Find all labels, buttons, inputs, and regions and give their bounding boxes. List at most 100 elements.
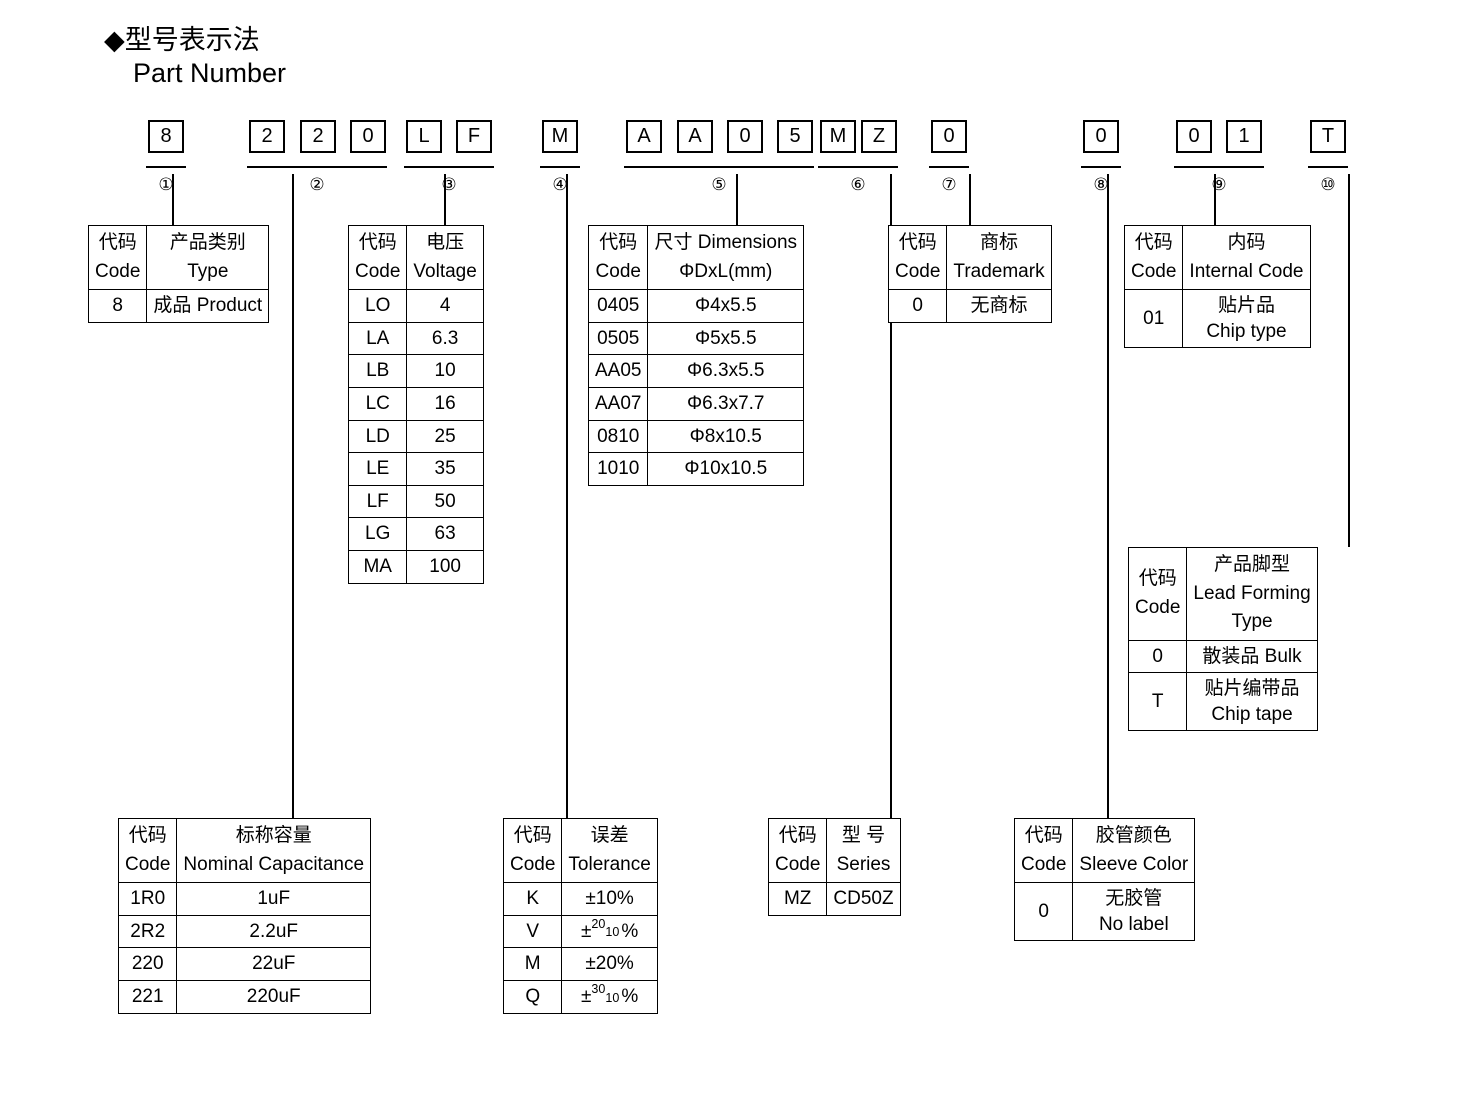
cell-value: 10 [406,354,484,388]
code-box-m-11: M [820,120,856,153]
code-box-a-8: A [677,120,713,153]
table-row: M±20% [502,947,658,981]
code-box-2-1: 2 [249,120,285,153]
cell-value: Φ10x10.5 [647,452,805,486]
cell-value: 2.2uF [176,914,372,949]
cell-value: 220uF [176,979,372,1014]
group-index-7: ⑦ [941,175,957,194]
cell-value: Φ6.3x7.7 [647,386,805,421]
cell-code: K [502,882,563,916]
group-underline-4 [540,166,580,168]
group-underline-5 [624,166,814,168]
group-index-10: ⑩ [1320,175,1336,194]
code-box-m-6: M [542,120,578,153]
cell-value: ±20% [561,947,658,981]
table-row: K±10% [502,882,658,916]
page-title-en: Part Number [133,58,287,88]
cell-value: 25 [406,419,484,454]
cell-code: 1R0 [117,882,178,916]
connector-line-8 [1107,174,1109,828]
group-index-4: ④ [552,175,568,194]
cell-code: 221 [117,979,178,1014]
cell-code: 220 [117,947,178,981]
code-box-0-3: 0 [350,120,386,153]
cell-code: LO [347,289,408,323]
cell-value: Φ4x5.5 [647,289,805,323]
code-box-l-4: L [406,120,442,153]
cell-code: AA07 [587,386,649,421]
cell-code: 1010 [587,452,649,486]
cell-code: MZ [767,882,828,916]
group-underline-8 [1081,166,1121,168]
page-title-cn: ◆型号表示法 [104,25,260,55]
cell-code: 0405 [587,289,649,323]
cell-value: 成品 Product [146,289,270,323]
cell-code: LD [347,419,408,454]
connector-line-4 [566,174,568,828]
cell-code: 8 [87,289,148,323]
cell-code: AA05 [587,354,649,388]
group-underline-9 [1174,166,1264,168]
group-underline-6 [818,166,898,168]
cell-code: LF [347,484,408,519]
cell-value: 无商标 [946,289,1052,323]
group-index-3: ③ [441,175,457,194]
code-box-2-2: 2 [300,120,336,153]
code-box-0-15: 0 [1176,120,1212,153]
cell-code: LE [347,452,408,486]
connector-line-9 [1214,174,1216,225]
cell-code: 0 [887,289,948,323]
cell-value: 16 [406,386,484,421]
cell-value: 散装品 Bulk [1186,639,1318,674]
group-underline-2 [247,166,387,168]
code-box-0-9: 0 [727,120,763,153]
code-box-8-0: 8 [148,120,184,153]
group-index-6: ⑥ [850,175,866,194]
connector-line-5 [736,174,738,225]
group-underline-3 [404,166,494,168]
connector-line-7 [969,174,971,225]
group-index-9: ⑨ [1211,175,1227,194]
